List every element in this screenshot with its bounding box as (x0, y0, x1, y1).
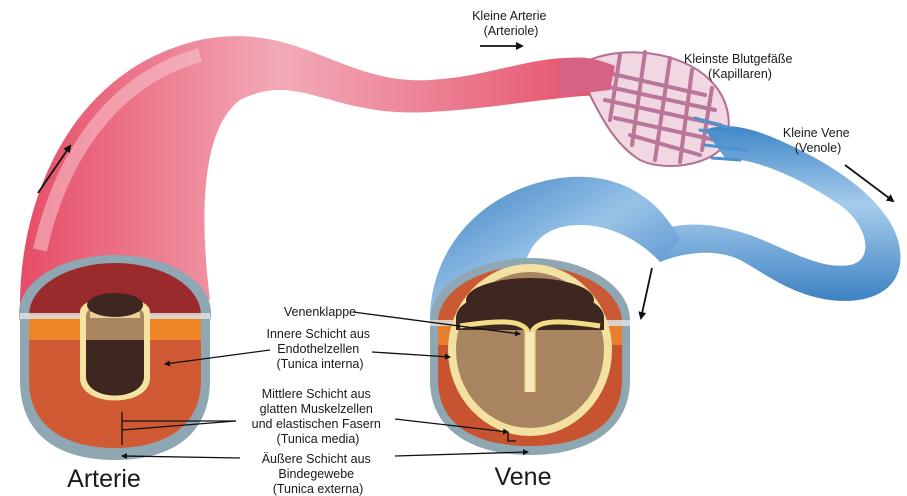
artery-title: Arterie (67, 465, 141, 493)
vein-cross-section (430, 258, 630, 455)
artery-cross-section (19, 255, 211, 460)
valve-label: Venenklappe (284, 305, 356, 319)
media-label: Mittlere Schicht aus glatten Muskelzelle… (252, 387, 385, 446)
capillary-network (560, 52, 729, 166)
intima-label: Innere Schicht aus Endothelzellen (Tunic… (266, 327, 373, 371)
flow-arrow-vein (641, 268, 652, 318)
externa-label: Äußere Schicht aus Bindegewebe (Tunica e… (262, 452, 375, 496)
vein-title: Vene (494, 463, 551, 491)
arteriole-label: Kleine Arterie (Arteriole) (472, 9, 550, 38)
